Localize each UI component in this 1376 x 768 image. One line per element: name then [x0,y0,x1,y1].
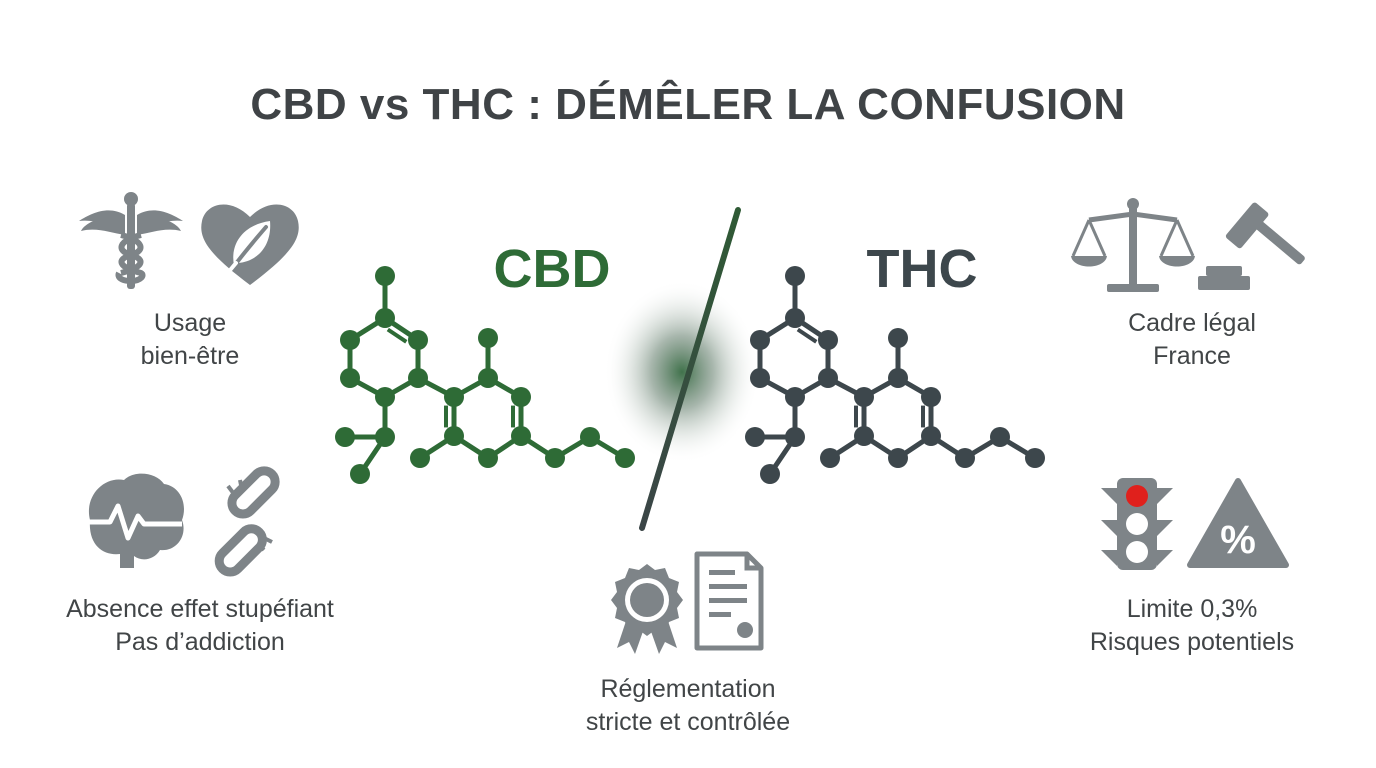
thc-molecule [745,266,1045,484]
cbd-atom [545,448,565,468]
cbd-atom [340,368,360,388]
cbd-atom [478,448,498,468]
cbd-atom [580,427,600,447]
thc-atom [921,387,941,407]
thc-atom [921,426,941,446]
cbd-atom [375,266,395,286]
percent-glyph: % [1220,518,1256,562]
cbd-atom [444,426,464,446]
cbd-double-bond [386,327,408,344]
thc-atom [750,330,770,350]
cbd-atom [478,368,498,388]
caduceus-icon [79,192,183,289]
cbd-atom [335,427,355,447]
cbd-atom [340,330,360,350]
thc-atom [1025,448,1045,468]
cbd-label: CBD [493,239,611,299]
feature-regulation-label: Réglementation stricte et contrôlée [585,675,791,736]
thc-atom [990,427,1010,447]
feature-limit-label: Limite 0,3% Risques potentiels [1089,595,1295,656]
cbd-atom [511,426,531,446]
thc-atom [888,448,908,468]
center-glow [604,280,760,464]
cbd-atom [615,448,635,468]
warning-percent-icon: % [1187,478,1289,568]
thc-atom [785,266,805,286]
heart-leaf-icon [201,204,299,285]
cbd-atom [375,387,395,407]
thc-atom [888,328,908,348]
award-ribbon-icon [611,564,683,654]
cbd-atom [444,387,464,407]
document-icon [694,551,764,651]
thc-atom [854,387,874,407]
thc-atom [854,426,874,446]
thc-atom [785,308,805,328]
cbd-molecule [335,266,635,484]
thc-atom [785,427,805,447]
cbd-atom [511,387,531,407]
thc-atom [818,368,838,388]
thc-atom [888,368,908,388]
feature-legal-label: Cadre légal France [1128,309,1256,370]
cbd-atom [375,308,395,328]
cbd-atom [478,328,498,348]
cbd-atom [410,448,430,468]
cbd-atom [350,464,370,484]
thc-label: THC [866,239,978,299]
thc-double-bond [796,327,818,344]
cbd-atom [408,368,428,388]
cbd-atom [408,330,428,350]
broken-chain-icon [214,466,280,577]
traffic-light-red [1126,485,1148,507]
feature-wellbeing-label: Usage bien-être [140,309,240,370]
page-title: CBD vs THC : DÉMÊLER LA CONFUSION [250,80,1126,129]
thc-atom [760,464,780,484]
scales-icon [1071,198,1195,292]
thc-atom [818,330,838,350]
traffic-light-icon [1101,478,1173,570]
thc-atom [745,427,765,447]
cbd-atom [375,427,395,447]
brain-pulse-icon [86,473,184,568]
thc-atom [750,368,770,388]
thc-atom [955,448,975,468]
versus-slash [639,207,741,531]
thc-atom [785,387,805,407]
thc-atom [820,448,840,468]
feature-no-narcotic-label: Absence effet stupéfiant Pas d’addiction [66,595,334,656]
gavel-icon [1198,202,1305,290]
